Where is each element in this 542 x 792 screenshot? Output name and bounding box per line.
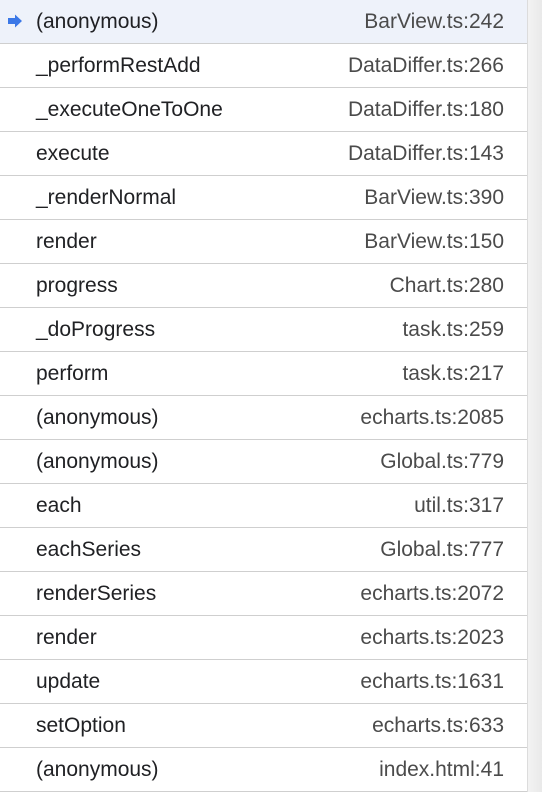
frame-source-location[interactable]: echarts.ts:2085 — [360, 405, 504, 429]
frame-function-name: _renderNormal — [36, 185, 177, 209]
frame-function-name: _doProgress — [36, 317, 156, 341]
current-frame-arrow-icon — [8, 14, 22, 28]
frame-function-name: each — [36, 493, 82, 517]
call-stack-frame-row[interactable]: execute DataDiffer.ts:143 — [0, 132, 528, 176]
call-stack-frame-row[interactable]: (anonymous) index.html:41 — [0, 748, 528, 792]
frame-source-location[interactable]: echarts.ts:2023 — [360, 625, 504, 649]
frame-source-location[interactable]: Global.ts:779 — [380, 449, 504, 473]
frame-source-location[interactable]: BarView.ts:242 — [364, 9, 504, 33]
call-stack-frame-row[interactable]: (anonymous) echarts.ts:2085 — [0, 396, 528, 440]
frame-source-location[interactable]: index.html:41 — [379, 757, 504, 781]
frame-source-location[interactable]: task.ts:259 — [402, 317, 504, 341]
frame-function-name: _executeOneToOne — [36, 97, 223, 121]
call-stack-frame-list: (anonymous) BarView.ts:242 _performRestAdd… — [0, 0, 528, 792]
frame-function-name: (anonymous) — [36, 449, 159, 473]
frame-function-name: _performRestAdd — [36, 53, 201, 77]
frame-source-location[interactable]: BarView.ts:390 — [364, 185, 504, 209]
call-stack-frame-row[interactable]: (anonymous) BarView.ts:242 — [0, 0, 528, 44]
frame-function-name: render — [36, 625, 97, 649]
frame-function-name: update — [36, 669, 101, 693]
call-stack-frame-row[interactable]: eachSeries Global.ts:777 — [0, 528, 528, 572]
frame-source-location[interactable]: util.ts:317 — [414, 493, 504, 517]
frame-source-location[interactable]: DataDiffer.ts:180 — [347, 97, 504, 121]
frame-function-name: setOption — [36, 713, 126, 737]
call-stack-frame-row[interactable]: _performRestAdd DataDiffer.ts:266 — [0, 44, 528, 88]
frame-function-name: (anonymous) — [36, 405, 159, 429]
frame-source-location[interactable]: echarts.ts:633 — [372, 713, 504, 737]
frame-source-location[interactable]: DataDiffer.ts:143 — [347, 141, 504, 165]
frame-function-name: execute — [36, 141, 110, 165]
call-stack-frame-row[interactable]: _renderNormal BarView.ts:390 — [0, 176, 528, 220]
call-stack-frame-row[interactable]: each util.ts:317 — [0, 484, 528, 528]
frame-source-location[interactable]: Chart.ts:280 — [389, 273, 504, 297]
frame-function-name: (anonymous) — [36, 757, 159, 781]
frame-source-location[interactable]: task.ts:217 — [402, 361, 504, 385]
frame-function-name: eachSeries — [36, 537, 142, 561]
vertical-scrollbar[interactable] — [527, 0, 542, 792]
frame-source-location[interactable]: BarView.ts:150 — [364, 229, 504, 253]
call-stack-frame-row[interactable]: progress Chart.ts:280 — [0, 264, 528, 308]
frame-function-name: render — [36, 229, 97, 253]
frame-source-location[interactable]: echarts.ts:2072 — [360, 581, 504, 605]
frame-function-name: progress — [36, 273, 118, 297]
frame-function-name: renderSeries — [36, 581, 157, 605]
call-stack-frame-row[interactable]: perform task.ts:217 — [0, 352, 528, 396]
call-stack-frame-row[interactable]: render echarts.ts:2023 — [0, 616, 528, 660]
frame-source-location[interactable]: Global.ts:777 — [380, 537, 504, 561]
frame-source-location[interactable]: echarts.ts:1631 — [360, 669, 504, 693]
call-stack-frame-row[interactable]: render BarView.ts:150 — [0, 220, 528, 264]
call-stack-frame-row[interactable]: _doProgress task.ts:259 — [0, 308, 528, 352]
call-stack-frame-row[interactable]: setOption echarts.ts:633 — [0, 704, 528, 748]
call-stack-frame-row[interactable]: (anonymous) Global.ts:779 — [0, 440, 528, 484]
call-stack-frame-row[interactable]: update echarts.ts:1631 — [0, 660, 528, 704]
call-stack-frame-row[interactable]: renderSeries echarts.ts:2072 — [0, 572, 528, 616]
frame-function-name: (anonymous) — [36, 9, 159, 33]
frame-function-name: perform — [36, 361, 109, 385]
frame-source-location[interactable]: DataDiffer.ts:266 — [347, 53, 504, 77]
call-stack-frame-row[interactable]: _executeOneToOne DataDiffer.ts:180 — [0, 88, 528, 132]
